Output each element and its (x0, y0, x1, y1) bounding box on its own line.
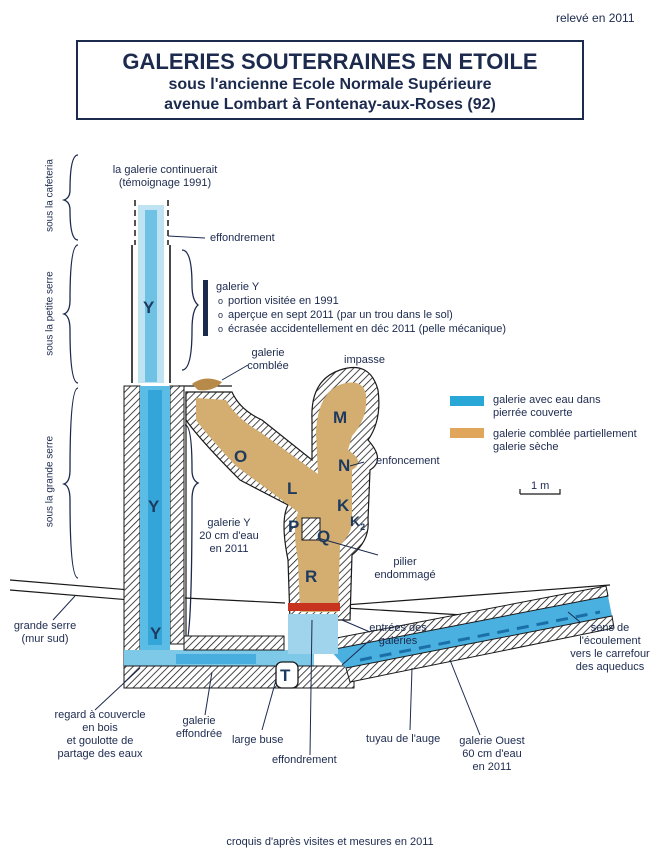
letter-n: N (338, 456, 351, 475)
legend-water-label: galerie avec eau dans pierrée couverte (493, 394, 601, 419)
letter-p: P (288, 517, 300, 536)
letter-y-upper: Y (143, 298, 155, 317)
note-galerie-effondree: galerie effondrée (175, 715, 223, 740)
note-effondrement-top: effondrement (210, 232, 275, 244)
galerie-y-note-item: écrasée accidentellement en déc 2011 (pe… (228, 322, 506, 336)
letter-t: T (280, 666, 291, 685)
galerie-y-walls (123, 385, 185, 669)
note-large-buse: large buse (232, 734, 284, 746)
note-grande-serre: grande serre (mur sud) (13, 620, 77, 645)
letter-r: R (305, 567, 318, 586)
note-galerie-y-water: galerie Y 20 cm d'eau en 2011 (199, 517, 259, 555)
letter-k2: K2 (350, 513, 366, 532)
bottom-gallery (123, 635, 355, 689)
letter-q: Q (317, 527, 331, 546)
note-entrees: entrées des galeries (369, 622, 427, 647)
west-gallery (325, 585, 615, 683)
label-grande-serre: sous la grande serre (44, 435, 56, 528)
title-box: GALERIES SOUTERRAINES EN ETOILE sous l'a… (76, 40, 584, 120)
legend-dry-swatch (450, 428, 484, 438)
note-effondrement-bottom: effondrement (272, 754, 337, 766)
letter-o: O (234, 447, 248, 466)
note-tuyau: tuyau de l'auge (366, 733, 441, 745)
label-cafeteria: sous la cafeteria (44, 159, 56, 232)
date-note: relevé en 2011 (556, 11, 635, 25)
red-marker (288, 603, 340, 611)
galerie-y-note-heading: galerie Y (216, 281, 260, 293)
side-braces (61, 154, 200, 646)
letter-y-middle: Y (148, 497, 160, 516)
letter-m: M (333, 408, 348, 427)
note-regard: regard à couvercle en bois et goulotte d… (54, 709, 146, 760)
legend-dry-label: galerie comblée partiellement galerie sè… (493, 428, 637, 453)
leader-lines (52, 235, 581, 756)
subtitle-line-1: sous l'ancienne Ecole Normale Supérieure (168, 76, 492, 93)
note-galerie-ouest: galerie Ouest 60 cm d'eau en 2011 (459, 735, 525, 773)
galerie-y-note-item: portion visitée en 1991 (228, 294, 506, 308)
note-galerie-comblee: galerie comblée (247, 347, 289, 372)
scale-label: 1 m (531, 480, 550, 492)
letter-y-lower: Y (150, 624, 162, 643)
galerie-y-note: galerie Y portion visitée en 1991 aperçu… (203, 280, 506, 336)
letter-l: L (287, 479, 298, 498)
note-enfoncement: enfoncement (376, 455, 440, 467)
label-petite-serre: sous la petite serre (44, 271, 56, 356)
page-title: GALERIES SOUTERRAINES EN ETOILE (122, 49, 538, 74)
dashed-continuation (134, 200, 169, 245)
star-gallery (185, 366, 380, 689)
letter-k: K (337, 496, 350, 515)
galerie-y-note-item: aperçue en sept 2011 (par un trou dans l… (228, 308, 506, 322)
subtitle-line-2: avenue Lombart à Fontenay-aux-Roses (92) (164, 96, 496, 113)
footer-note: croquis d'après visites et mesures en 20… (226, 836, 434, 848)
note-sens: sens de l'écoulement vers le carrefour d… (570, 622, 650, 673)
serre-lines (9, 385, 611, 640)
scale-bar (519, 489, 561, 495)
note-pilier: pilier endommagé (374, 556, 436, 581)
note-impasse: impasse (344, 354, 385, 366)
note-continuerait: la galerie continuerait (témoignage 1991… (112, 164, 218, 189)
legend-water-swatch (450, 396, 484, 406)
